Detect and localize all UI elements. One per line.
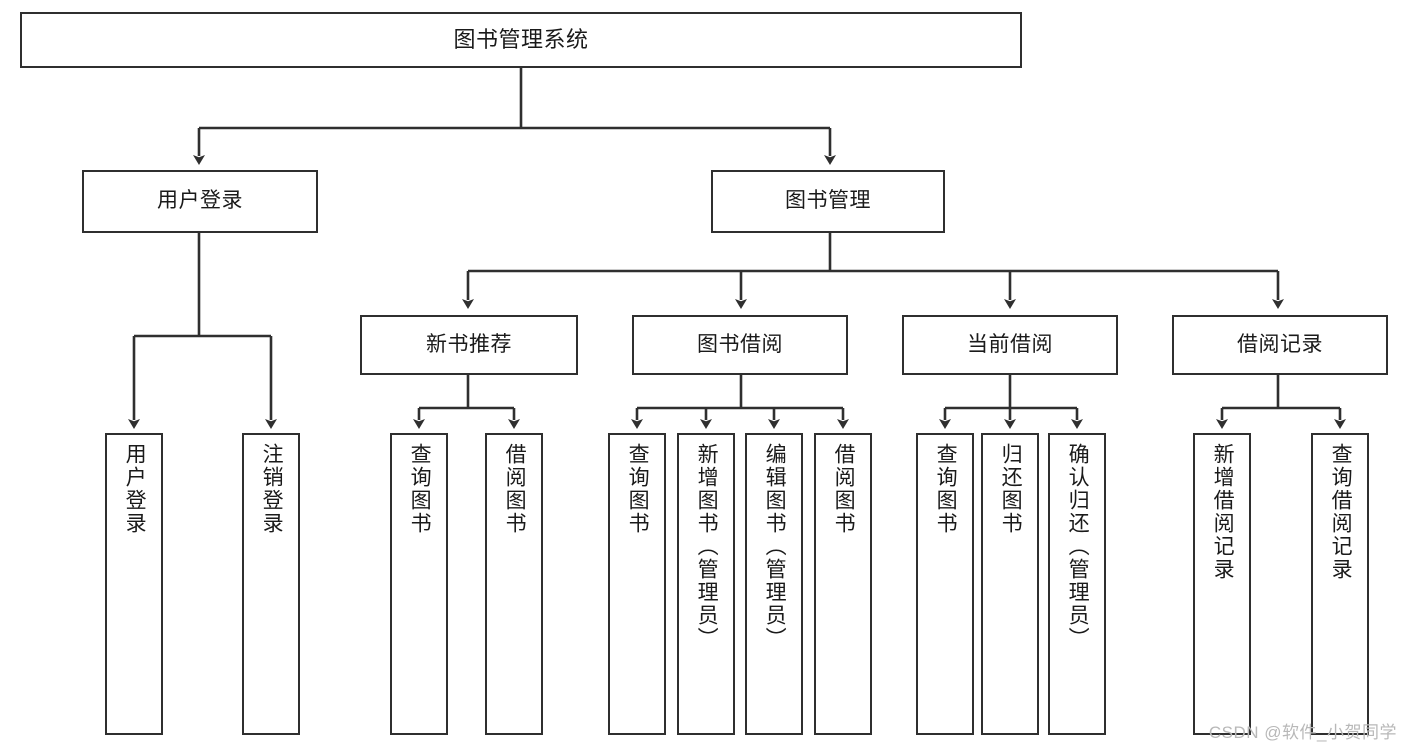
node-leaf-query-book-3[interactable]: 查询图书: [916, 433, 974, 735]
node-leaf-borrow-book-1[interactable]: 借阅图书: [485, 433, 543, 735]
node-leaf-query-book-2-label: 查询图书: [626, 443, 650, 535]
node-book-manage[interactable]: 图书管理: [711, 170, 945, 233]
node-leaf-query-book-3-label: 查询图书: [934, 443, 958, 535]
node-current-borrow[interactable]: 当前借阅: [902, 315, 1118, 375]
node-leaf-edit-book[interactable]: 编辑图书（管理员）: [745, 433, 803, 735]
node-leaf-edit-book-label: 编辑图书（管理员）: [763, 443, 787, 650]
node-borrow-record-label: 借阅记录: [1237, 332, 1323, 356]
node-book-manage-label: 图书管理: [785, 189, 871, 213]
node-leaf-query-book-1-label: 查询图书: [408, 443, 432, 535]
node-borrow-record[interactable]: 借阅记录: [1172, 315, 1388, 375]
node-user-login[interactable]: 用户登录: [82, 170, 318, 233]
node-leaf-confirm-return[interactable]: 确认归还（管理员）: [1048, 433, 1106, 735]
node-root[interactable]: 图书管理系统: [20, 12, 1022, 68]
node-leaf-query-book-2[interactable]: 查询图书: [608, 433, 666, 735]
node-leaf-add-record-label: 新增借阅记录: [1211, 443, 1235, 581]
node-leaf-query-record[interactable]: 查询借阅记录: [1311, 433, 1369, 735]
node-root-label: 图书管理系统: [453, 27, 589, 53]
node-leaf-user-login-label: 用户登录: [123, 443, 147, 535]
node-new-book-rec-label: 新书推荐: [426, 332, 512, 356]
node-new-book-rec[interactable]: 新书推荐: [360, 315, 578, 375]
node-leaf-add-book-label: 新增图书（管理员）: [695, 443, 719, 650]
node-leaf-query-record-label: 查询借阅记录: [1329, 443, 1353, 581]
node-user-login-label: 用户登录: [157, 189, 243, 213]
node-leaf-query-book-1[interactable]: 查询图书: [390, 433, 448, 735]
watermark: CSDN @软件_小贺同学: [1208, 723, 1397, 742]
node-leaf-user-login[interactable]: 用户登录: [105, 433, 163, 735]
node-leaf-return-book[interactable]: 归还图书: [981, 433, 1039, 735]
node-leaf-confirm-return-label: 确认归还（管理员）: [1066, 443, 1090, 650]
node-leaf-user-logout-label: 注销登录: [260, 443, 284, 535]
node-leaf-return-book-label: 归还图书: [999, 443, 1023, 535]
node-book-borrow-label: 图书借阅: [697, 332, 783, 356]
node-leaf-borrow-book-2-label: 借阅图书: [832, 443, 856, 535]
node-leaf-borrow-book-1-label: 借阅图书: [503, 443, 527, 535]
node-leaf-borrow-book-2[interactable]: 借阅图书: [814, 433, 872, 735]
node-leaf-add-book[interactable]: 新增图书（管理员）: [677, 433, 735, 735]
node-leaf-add-record[interactable]: 新增借阅记录: [1193, 433, 1251, 735]
node-book-borrow[interactable]: 图书借阅: [632, 315, 848, 375]
node-leaf-user-logout[interactable]: 注销登录: [242, 433, 300, 735]
node-current-borrow-label: 当前借阅: [967, 332, 1053, 356]
